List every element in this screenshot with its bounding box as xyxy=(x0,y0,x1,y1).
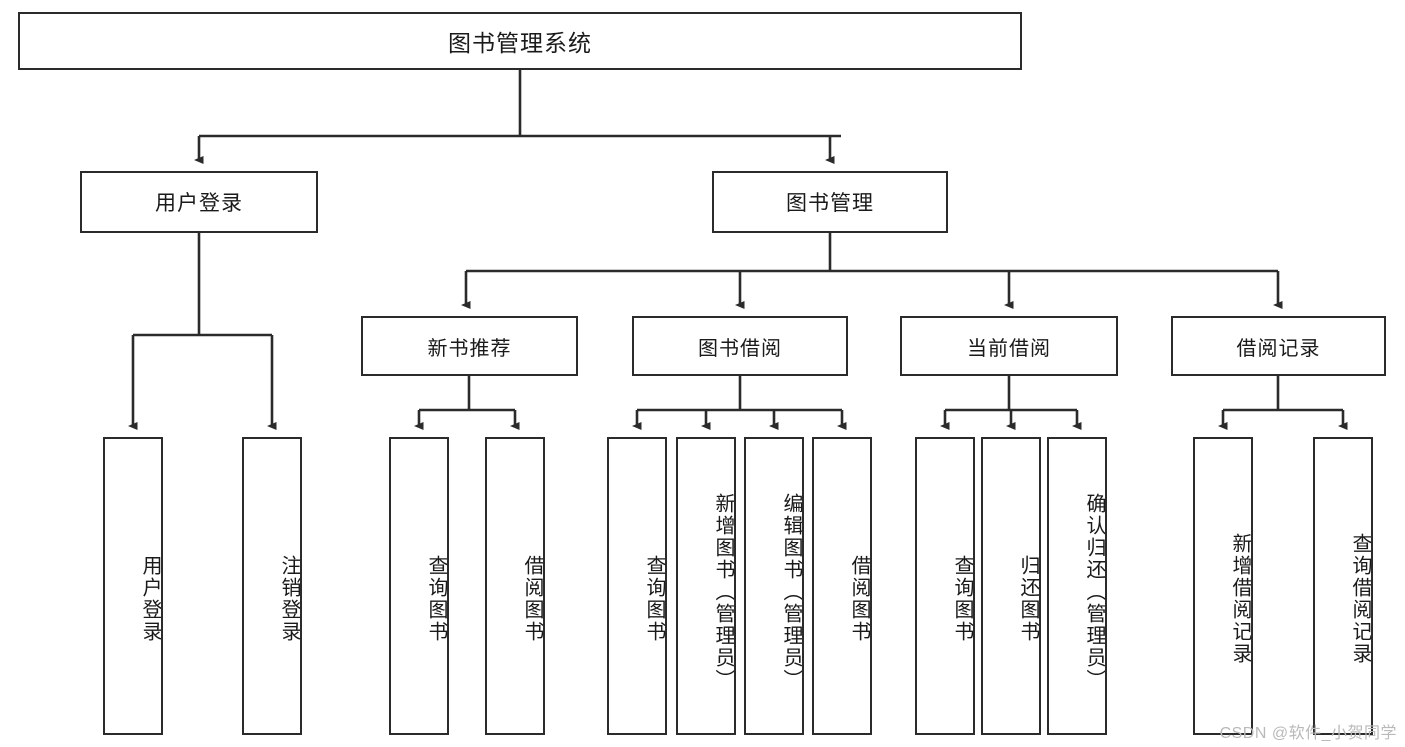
node-level2-book-borrow[interactable]: 图书借阅 xyxy=(632,316,848,376)
node-level2-current-borrow[interactable]: 当前借阅 xyxy=(900,316,1118,376)
leaf-node[interactable]: 编辑图书（管理员） xyxy=(744,437,804,735)
leaf-node[interactable]: 用户登录 xyxy=(103,437,163,735)
leaf-node[interactable]: 查询图书 xyxy=(389,437,449,735)
watermark: CSDN @软件_小贺同学 xyxy=(1219,725,1397,742)
leaf-node[interactable]: 新增图书（管理员） xyxy=(676,437,736,735)
leaf-node[interactable]: 确认归还（管理员） xyxy=(1047,437,1107,735)
leaf-node[interactable]: 归还图书 xyxy=(981,437,1041,735)
node-level1-user-login[interactable]: 用户登录 xyxy=(80,171,318,233)
leaf-node[interactable]: 借阅图书 xyxy=(485,437,545,735)
node-level2-new-book-recommend[interactable]: 新书推荐 xyxy=(361,316,578,376)
leaf-node[interactable]: 借阅图书 xyxy=(812,437,872,735)
leaf-node[interactable]: 新增借阅记录 xyxy=(1193,437,1253,735)
leaf-node[interactable]: 查询图书 xyxy=(607,437,667,735)
node-level1-book-management[interactable]: 图书管理 xyxy=(712,171,948,233)
leaf-node[interactable]: 注销登录 xyxy=(242,437,302,735)
node-level2-borrow-records[interactable]: 借阅记录 xyxy=(1171,316,1386,376)
leaf-node[interactable]: 查询借阅记录 xyxy=(1313,437,1373,735)
leaf-node[interactable]: 查询图书 xyxy=(915,437,975,735)
node-root[interactable]: 图书管理系统 xyxy=(18,12,1022,70)
